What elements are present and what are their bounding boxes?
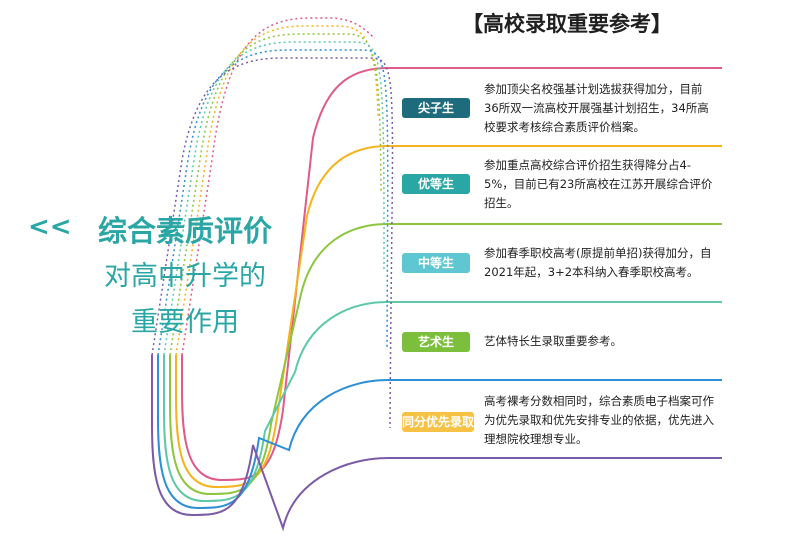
headline-line-2: 对高中升学的 [104, 261, 266, 292]
connector-dotted-arc [151, 57, 394, 429]
connector-dotted-arc [163, 41, 385, 356]
desc-top-student: 参加顶尖名校强基计划选拔获得加分，目前36所双一流高校开展强基计划招生，34所高… [484, 82, 709, 134]
desc-priority-admission: 高考裸考分数相同时，综合素质电子档案可作为优先录取和优先安排专业的依据，优先进入… [484, 394, 714, 446]
badge-top-student: 尖子生 [402, 98, 470, 118]
badge-average-student: 中等生 [402, 253, 470, 273]
badge-priority-admission: 同分优先录取 [402, 412, 474, 432]
desc-average-student: 参加春季职校高考(原提前单招)获得加分，自2021年起，3+2本科纳入春季职校高… [484, 246, 712, 279]
headline-line-3: 重要作用 [131, 307, 239, 338]
headline: 综合素质评价 对高中升学的 重要作用 [75, 208, 295, 346]
connector-line [151, 355, 722, 532]
chevron-left-icon: << [28, 212, 72, 242]
page-title: 【高校录取重要参考】 [462, 12, 672, 36]
desc-art-student: 艺体特长生录取重要参考。 [484, 334, 622, 348]
headline-line-1: 综合素质评价 [97, 214, 272, 248]
desc-excellent-student: 参加重点高校综合评价招生获得降分占4-5%，目前已有23所高校在江苏开展综合评价… [484, 158, 713, 210]
badge-art-student: 艺术生 [402, 332, 470, 352]
badge-excellent-student: 优等生 [402, 174, 470, 194]
connector-dotted-arc [181, 17, 376, 356]
connector-dotted-arc [157, 49, 389, 356]
